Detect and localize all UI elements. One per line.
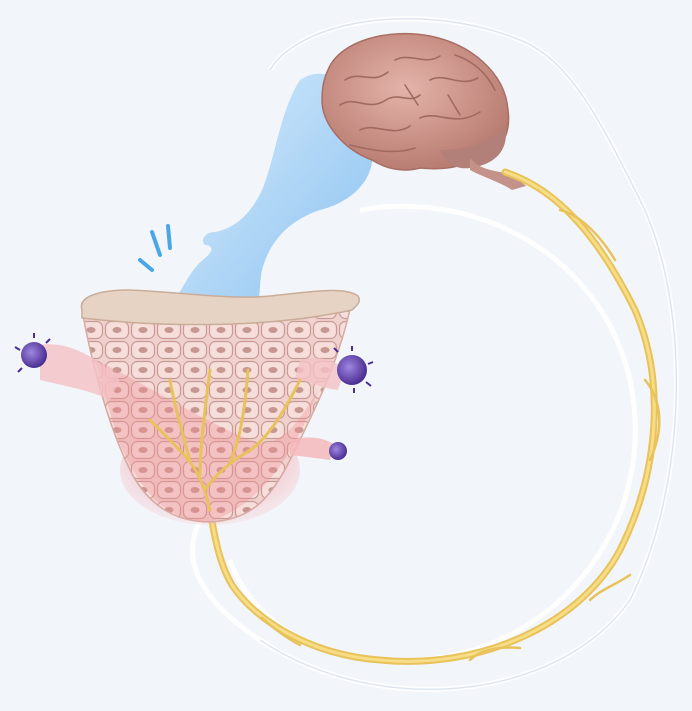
immune-cell-lower-right (290, 438, 347, 460)
itch-motion-lines (140, 226, 170, 270)
skin-tissue-block (81, 290, 359, 525)
